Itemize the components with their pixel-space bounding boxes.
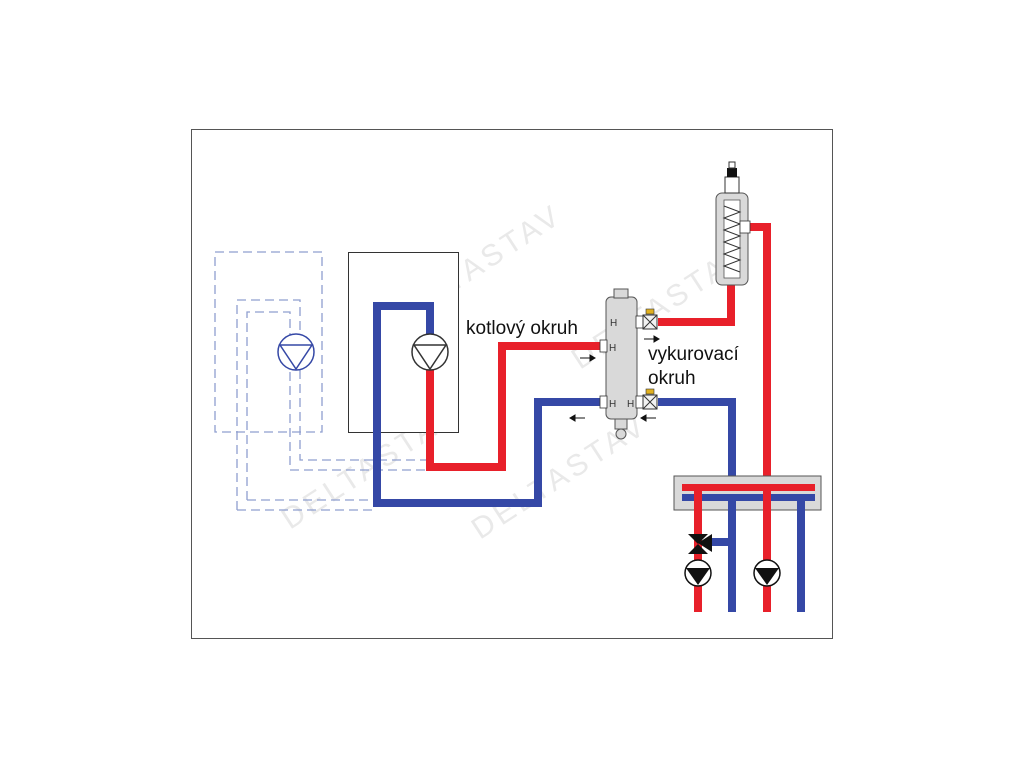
optional-supply-pipe-inner bbox=[289, 372, 430, 471]
direct-circuit-supply-pipe bbox=[763, 488, 771, 612]
heating-supply-pipe bbox=[658, 285, 735, 326]
mixed-circuit-return-pipe bbox=[728, 498, 736, 612]
direct-circuit-return-pipe bbox=[797, 498, 805, 612]
optional-return-pipe-inner bbox=[246, 311, 291, 500]
optional-boiler-unit bbox=[214, 251, 430, 511]
three-way-mixing-valve-icon bbox=[688, 534, 712, 554]
optional-boiler-outline bbox=[214, 251, 323, 433]
svg-text:H: H bbox=[627, 399, 634, 410]
svg-text:H: H bbox=[609, 399, 616, 410]
boiler-return-pipe bbox=[373, 302, 604, 507]
distribution-manifold bbox=[673, 475, 822, 511]
svg-text:H: H bbox=[610, 318, 617, 329]
optional-supply-pipe-outer bbox=[299, 370, 430, 461]
flow-arrow-icon bbox=[569, 335, 660, 422]
ball-valve-icon bbox=[642, 308, 658, 330]
svg-text:H: H bbox=[609, 343, 616, 354]
optional-return-pipe-outer bbox=[236, 299, 301, 510]
ball-valve-icon bbox=[642, 388, 658, 410]
optional-boiler-pump-icon bbox=[277, 333, 315, 371]
direct-circuit-pump-icon bbox=[753, 559, 781, 587]
heating-circuit-label-line1: vykurovací bbox=[648, 344, 740, 365]
air-vent-icon bbox=[724, 161, 740, 194]
air-separator bbox=[715, 192, 751, 286]
boiler-supply-pipe bbox=[426, 342, 604, 471]
hydraulic-separator: H H H H bbox=[599, 288, 645, 440]
boiler-pump-icon bbox=[411, 333, 449, 371]
mixed-circuit-pump-icon bbox=[684, 559, 712, 587]
boiler-circuit-label: kotlový okruh bbox=[466, 318, 578, 339]
heating-circuit-label-line2: okruh bbox=[648, 368, 696, 389]
